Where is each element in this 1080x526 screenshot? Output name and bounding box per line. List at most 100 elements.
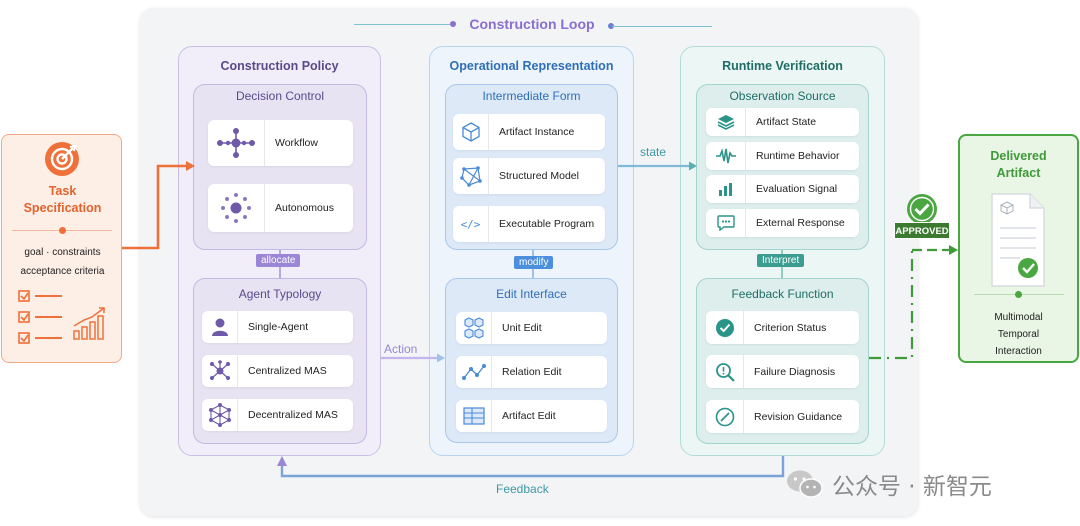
edit-interface-title: Edit Interface bbox=[496, 287, 567, 301]
unit-edit-icon bbox=[456, 312, 492, 344]
external-response-card: External Response bbox=[706, 209, 859, 237]
state-arrow bbox=[618, 161, 697, 171]
delivered-divider-dot bbox=[1015, 291, 1022, 298]
modify-tag: modify bbox=[514, 256, 554, 269]
revision-guidance-label: Revision Guidance bbox=[754, 410, 843, 423]
loop-title-line-right bbox=[612, 26, 712, 27]
layers-icon bbox=[706, 108, 746, 136]
action-arrow bbox=[381, 353, 445, 363]
runtime-behavior-card: Runtime Behavior bbox=[706, 142, 859, 170]
external-response-label: External Response bbox=[756, 217, 845, 229]
artifact-edit-icon bbox=[456, 400, 492, 432]
loop-title-dot-left bbox=[450, 21, 456, 27]
task-title-2: Specification bbox=[23, 201, 102, 215]
waveform-icon bbox=[706, 142, 746, 170]
approved-check-icon bbox=[907, 194, 937, 224]
loop-title-line-left bbox=[354, 24, 454, 25]
cube-icon bbox=[453, 114, 489, 150]
interpret-tag: Interpret bbox=[757, 254, 805, 267]
document-check-icon bbox=[991, 193, 1045, 287]
task-specification-card: Task Specification goal · constraints ac… bbox=[1, 134, 122, 363]
criterion-status-label: Criterion Status bbox=[754, 321, 827, 334]
wechat-icon bbox=[787, 470, 823, 498]
task-goal-text: goal · constraints bbox=[24, 247, 101, 258]
delivered-line-interaction: Interaction bbox=[995, 346, 1042, 357]
runtime-verification-title: Runtime Verification bbox=[722, 59, 843, 73]
growth-chart-icon bbox=[72, 305, 108, 341]
workflow-icon bbox=[208, 120, 265, 166]
approved-badge: APPROVED bbox=[894, 193, 950, 247]
executable-program-label: Executable Program bbox=[499, 218, 595, 230]
revision-guidance-card: Revision Guidance bbox=[706, 400, 859, 433]
bar-chart-icon bbox=[706, 175, 746, 203]
operational-representation-title: Operational Representation bbox=[449, 59, 614, 73]
decentralized-mas-label: Decentralized MAS bbox=[248, 409, 338, 421]
delivered-line-multimodal: Multimodal bbox=[994, 312, 1043, 323]
task-title-1: Task bbox=[48, 184, 77, 198]
delivered-line-temporal: Temporal bbox=[997, 329, 1040, 340]
criterion-status-card: Criterion Status bbox=[706, 311, 859, 344]
loop-title-dot-right bbox=[608, 23, 614, 29]
task-divider-dot bbox=[59, 227, 66, 234]
code-icon: </> bbox=[453, 206, 489, 242]
artifact-instance-label: Artifact Instance bbox=[499, 126, 575, 138]
evaluation-signal-card: Evaluation Signal bbox=[706, 175, 859, 203]
check-circle-icon bbox=[706, 311, 744, 344]
state-label: state bbox=[640, 145, 667, 159]
compass-icon bbox=[706, 400, 744, 433]
decision-control-title: Decision Control bbox=[235, 89, 325, 103]
watermark: 公众号 · 新智元 bbox=[786, 466, 992, 502]
relation-edit-label: Relation Edit bbox=[502, 366, 562, 378]
relation-edit-card: Relation Edit bbox=[456, 356, 607, 388]
autonomous-card: Autonomous bbox=[208, 184, 353, 232]
magnifier-icon bbox=[706, 355, 744, 388]
agent-typology-title: Agent Typology bbox=[238, 287, 322, 301]
workflow-card: Workflow bbox=[208, 120, 353, 166]
allocate-tag: allocate bbox=[256, 254, 301, 267]
delivered-artifact-card: Delivered Artifact Multimodal Temporal I… bbox=[958, 134, 1079, 363]
delivered-title-1: Delivered bbox=[990, 149, 1047, 163]
action-label: Action bbox=[384, 342, 418, 356]
artifact-edit-card: Artifact Edit bbox=[456, 400, 607, 432]
single-agent-label: Single-Agent bbox=[248, 321, 309, 333]
target-icon bbox=[44, 141, 80, 177]
failure-diagnosis-card: Failure Diagnosis bbox=[706, 355, 859, 388]
structured-model-icon bbox=[453, 158, 489, 194]
task-criteria-text: acceptance criteria bbox=[20, 266, 105, 277]
observation-source-title: Observation Source bbox=[729, 89, 836, 103]
autonomous-icon bbox=[208, 184, 265, 232]
structured-model-label: Structured Model bbox=[499, 170, 579, 182]
centralized-mas-icon bbox=[202, 355, 238, 387]
construction-policy-title: Construction Policy bbox=[220, 59, 339, 73]
unit-edit-label: Unit Edit bbox=[502, 322, 542, 334]
feedback-label: Feedback bbox=[496, 482, 549, 496]
single-agent-icon bbox=[202, 311, 238, 343]
feedback-function-title: Feedback Function bbox=[731, 287, 834, 301]
delivered-title-2: Artifact bbox=[996, 166, 1041, 180]
loop-title: Construction Loop bbox=[469, 16, 595, 32]
feedback-arrow bbox=[277, 456, 785, 478]
executable-program-card: </> Executable Program bbox=[453, 206, 605, 242]
approved-to-delivered-arrow bbox=[869, 245, 958, 360]
workflow-label: Workflow bbox=[275, 137, 318, 149]
unit-edit-card: Unit Edit bbox=[456, 312, 607, 344]
intermediate-form-title: Intermediate Form bbox=[482, 89, 581, 103]
decentralized-mas-icon bbox=[202, 399, 238, 431]
artifact-edit-label: Artifact Edit bbox=[502, 410, 556, 422]
structured-model-card: Structured Model bbox=[453, 158, 605, 194]
artifact-state-card: Artifact State bbox=[706, 108, 859, 136]
centralized-mas-card: Centralized MAS bbox=[202, 355, 353, 387]
single-agent-card: Single-Agent bbox=[202, 311, 353, 343]
artifact-state-label: Artifact State bbox=[756, 116, 817, 128]
evaluation-signal-label: Evaluation Signal bbox=[756, 183, 838, 195]
autonomous-label: Autonomous bbox=[275, 202, 334, 214]
chat-icon bbox=[706, 209, 746, 237]
decentralized-mas-card: Decentralized MAS bbox=[202, 399, 353, 431]
runtime-behavior-label: Runtime Behavior bbox=[756, 150, 840, 162]
task-to-policy-arrow bbox=[122, 161, 195, 250]
relation-edit-icon bbox=[456, 356, 492, 388]
artifact-instance-card: Artifact Instance bbox=[453, 114, 605, 150]
checklist-icon bbox=[18, 289, 68, 349]
approved-label: APPROVED bbox=[894, 222, 950, 239]
